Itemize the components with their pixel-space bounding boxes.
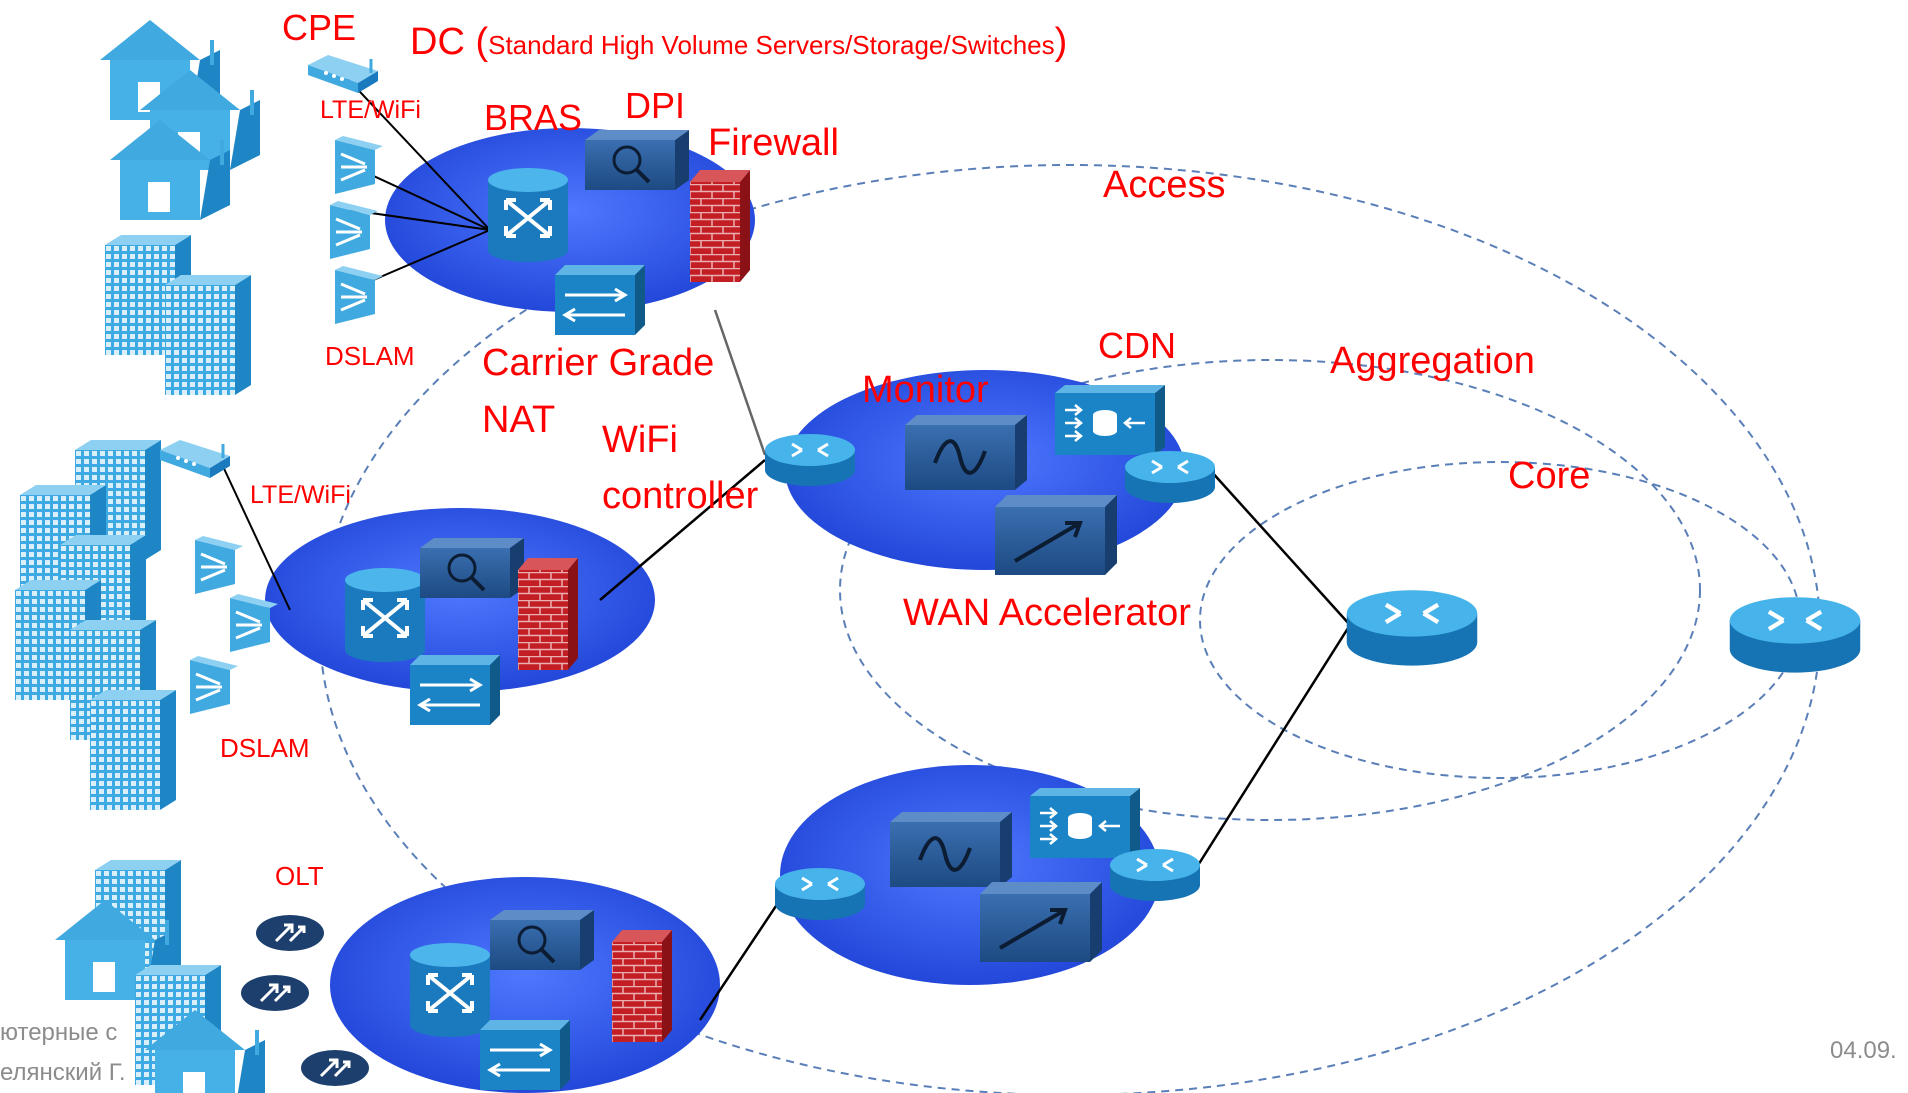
- label-lte-wifi-top: LTE/WiFi: [320, 96, 421, 124]
- slide-footer: ютерные с елянский Г. 04.09.: [0, 1019, 1897, 1086]
- dpi-box-icon-mid: [418, 536, 526, 600]
- monitor-box-icon-bottom: [888, 810, 1014, 889]
- dslam-icons-mid: [188, 534, 280, 716]
- label-cdn: CDN: [1098, 325, 1176, 366]
- cdn-box-icon-bottom: [1028, 786, 1142, 860]
- label-core: Core: [1508, 455, 1590, 497]
- core-router-left-icon: [1347, 590, 1478, 665]
- cpe-modem-icon-mid: [158, 438, 232, 480]
- label-firewall: Firewall: [708, 122, 839, 164]
- label-monitor: Monitor: [862, 369, 989, 411]
- label-lte-wifi-mid: LTE/WiFi: [250, 481, 351, 509]
- nat-box-icon-bottom: [478, 1018, 572, 1092]
- label-wifi: WiFi: [602, 419, 678, 461]
- router-icon-agg-left: [763, 432, 857, 488]
- wan-accelerator-icon-bottom: [978, 880, 1104, 964]
- firewall-icon: [690, 170, 750, 282]
- label-dc: DC (Standard High Volume Servers/Storage…: [410, 21, 1067, 63]
- label-nat: NAT: [482, 399, 555, 441]
- residential-buildings-top: [98, 18, 262, 395]
- label-dpi: DPI: [625, 85, 685, 126]
- footer-left-line1: ютерные с: [0, 1019, 117, 1046]
- residential-buildings-mid: [15, 440, 176, 810]
- dslam-icons-top: [328, 134, 385, 326]
- footer-left-line2: елянский Г.: [0, 1059, 126, 1086]
- router-icon-agg-right: [1123, 449, 1217, 505]
- cpe-modem-icon: [306, 53, 380, 95]
- wan-accelerator-icon: [993, 493, 1119, 577]
- router-icon-agg-bottom-left: [773, 866, 867, 922]
- label-aggregation: Aggregation: [1330, 340, 1535, 382]
- label-cpe: CPE: [282, 7, 356, 48]
- nat-box-icon: [553, 263, 647, 337]
- core-router-right-icon: [1730, 597, 1861, 672]
- cdn-box-icon: [1053, 383, 1167, 457]
- router-switch-icon-bottom: [408, 941, 492, 1039]
- firewall-icon-mid: [518, 558, 578, 670]
- label-dslam-top: DSLAM: [325, 341, 415, 371]
- label-carrier-grade: Carrier Grade: [482, 342, 714, 384]
- label-controller: controller: [602, 475, 759, 517]
- router-icon-agg-bottom-right: [1108, 847, 1202, 903]
- label-access: Access: [1103, 164, 1225, 206]
- nat-box-icon-mid: [408, 653, 502, 727]
- aggregation-ring: [839, 359, 1701, 821]
- label-wan-accelerator: WAN Accelerator: [903, 592, 1191, 634]
- label-dslam-mid: DSLAM: [220, 733, 310, 763]
- firewall-icon-bottom: [612, 930, 672, 1042]
- footer-date: 04.09.: [1830, 1037, 1897, 1064]
- router-switch-icon-mid: [343, 566, 427, 664]
- core-ring: [1199, 461, 1801, 779]
- label-olt: OLT: [275, 861, 324, 891]
- core-routers: [1347, 590, 1861, 672]
- dpi-box-icon: [583, 128, 691, 192]
- label-bras: BRAS: [484, 97, 582, 138]
- monitor-box-icon: [903, 413, 1029, 492]
- dpi-box-icon-bottom: [488, 908, 596, 972]
- diagram-labels: CPE DC (Standard High Volume Servers/Sto…: [220, 7, 1590, 891]
- bras-router-icon: [486, 166, 570, 264]
